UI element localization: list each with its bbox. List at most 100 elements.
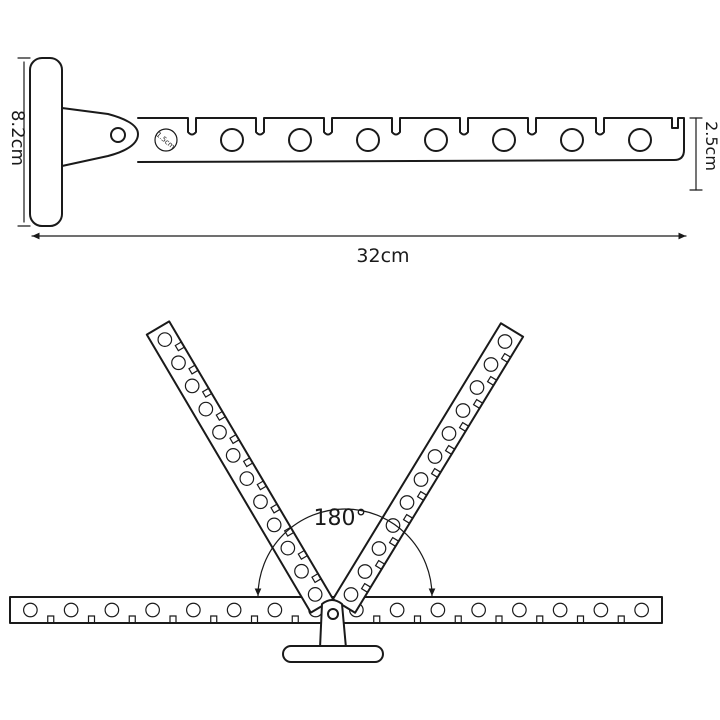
horizontal-arm-notch <box>210 615 218 624</box>
right-raised-arm-hole <box>483 357 499 372</box>
right-raised-arm-notch <box>458 421 470 432</box>
left-raised-arm-notch <box>270 503 281 514</box>
left-raised-arm-hole <box>225 448 241 463</box>
arm-hole <box>220 128 244 152</box>
left-raised-arm-notch <box>229 434 240 445</box>
horizontal-arm-hole <box>267 602 283 618</box>
arm-hole <box>288 128 312 152</box>
hanger-arm-holes <box>220 128 652 152</box>
width-dimension: 2.5cm <box>689 117 720 191</box>
right-raised-arm-notch <box>374 559 386 570</box>
horizontal-arm-notch <box>291 615 299 624</box>
left-raised-arm <box>145 320 335 614</box>
hinge-bracket <box>61 107 139 167</box>
horizontal-arm-notch <box>617 615 625 624</box>
horizontal-arm-notch <box>128 615 136 624</box>
right-raised-arm-hole <box>455 403 471 418</box>
wall-mount-plate <box>29 57 63 227</box>
height-dimension: 8.2cm <box>7 57 31 227</box>
horizontal-arm-notch <box>373 615 381 624</box>
bottom-hinge-pivot <box>327 608 339 620</box>
right-raised-arm-notch <box>472 398 484 409</box>
right-raised-arm-hole <box>469 380 485 395</box>
arm-hole <box>492 128 516 152</box>
right-raised-arm-notch <box>500 352 512 363</box>
horizontal-arm-notch <box>169 615 177 624</box>
right-raised-arm-notch <box>430 467 442 478</box>
horizontal-arm-hole <box>552 602 568 618</box>
horizontal-arm-hole <box>226 602 242 618</box>
left-raised-arm-hole <box>253 494 268 510</box>
horizontal-arm-hole <box>389 602 405 618</box>
right-raised-arm-hole <box>357 564 373 579</box>
right-raised-arm-notch <box>416 490 428 501</box>
bottom-view: 180° <box>9 320 663 663</box>
horizontal-arm-hole <box>593 602 609 618</box>
right-raised-arm-hole <box>441 426 457 441</box>
left-raised-arm-hole <box>280 540 296 556</box>
left-raised-arm-hole <box>198 401 214 417</box>
left-raised-arm-hole <box>157 332 173 347</box>
bracket-marking-circle <box>154 128 178 152</box>
left-raised-arm-hole <box>184 378 200 394</box>
horizontal-arm-notch <box>250 615 259 624</box>
horizontal-arm-notch <box>576 615 585 624</box>
horizontal-arm-hole <box>512 602 527 618</box>
right-raised-arm-hole <box>427 449 443 464</box>
bottom-hinge-post <box>319 599 347 649</box>
horizontal-arm-hole <box>23 602 38 618</box>
right-raised-arm-hole <box>371 541 387 556</box>
length-label: 32cm <box>356 245 409 267</box>
hinge-pivot <box>110 127 126 143</box>
angle-label: 180° <box>314 506 367 531</box>
left-raised-arm-hole <box>266 517 282 533</box>
left-raised-arm-outline <box>145 320 335 614</box>
rotation-arc <box>254 508 436 597</box>
left-raised-arm-notch <box>174 341 185 352</box>
left-raised-arm-notch <box>215 410 226 422</box>
horizontal-arm-notch <box>47 615 55 624</box>
arm-hole <box>560 128 584 152</box>
horizontal-arm-hole <box>63 602 79 618</box>
left-raised-arm-notch <box>188 364 199 375</box>
arm-hole <box>628 128 652 152</box>
left-raised-arm-notch <box>256 480 267 491</box>
left-raised-arm-notch <box>242 457 254 468</box>
right-raised-arm-hole <box>497 334 513 349</box>
width-label: 2.5cm <box>702 121 720 171</box>
right-raised-arm-hole <box>385 518 401 533</box>
arm-hole <box>424 128 448 152</box>
horizontal-arm-hole <box>634 602 649 618</box>
right-raised-arm-hole <box>413 472 429 487</box>
horizontal-arm-hole <box>186 602 201 618</box>
length-dimension: 32cm <box>31 232 687 267</box>
top-view-hanger: 1.5cm <box>29 57 685 227</box>
horizontal-arm-notch <box>87 615 96 624</box>
horizontal-arm-hole <box>104 602 120 618</box>
left-raised-arm-notch <box>283 526 295 537</box>
right-raised-arm-notch <box>388 536 400 547</box>
folded-arms <box>9 320 663 624</box>
horizontal-arm-notch <box>495 615 503 624</box>
arm-hole <box>356 128 380 152</box>
horizontal-arm-notch <box>454 615 462 624</box>
right-raised-arm-notch <box>402 513 414 524</box>
left-raised-arm-notch <box>297 549 308 561</box>
horizontal-arm-notch <box>536 615 544 624</box>
horizontal-arm-hole <box>471 602 486 618</box>
left-raised-arm-notch <box>201 387 213 398</box>
right-raised-arm-notch <box>444 444 456 455</box>
left-raised-arm-hole <box>294 563 309 579</box>
horizontal-arm-hole <box>430 602 446 618</box>
right-raised-arm-hole <box>399 495 415 510</box>
horizontal-arm-notch <box>413 615 422 624</box>
bottom-base-plate <box>282 645 384 663</box>
left-raised-arm-hole <box>239 471 255 486</box>
right-raised-arm-notch <box>486 375 498 386</box>
left-raised-arm-notch <box>311 573 322 584</box>
left-raised-arm-hole <box>171 355 186 371</box>
height-label: 8.2cm <box>7 110 28 166</box>
horizontal-arm-hole <box>145 602 160 618</box>
